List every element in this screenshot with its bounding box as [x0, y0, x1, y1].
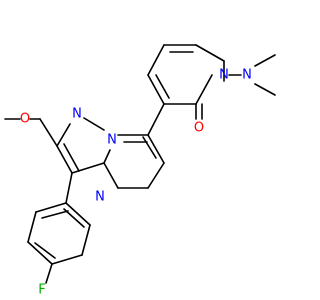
bond	[103, 149, 111, 164]
bond	[27, 211, 37, 243]
bond	[71, 162, 105, 174]
bond	[65, 172, 73, 204]
atom-label-n-dimethylamino: N	[242, 68, 252, 83]
bond	[81, 224, 91, 256]
bond	[155, 74, 170, 99]
bond	[34, 242, 56, 259]
bond	[27, 241, 53, 265]
bond	[147, 44, 165, 76]
bond	[254, 54, 276, 67]
atom-label-n-pyrimidine: N	[95, 190, 105, 205]
bond	[45, 263, 53, 284]
bond	[39, 118, 58, 147]
bond	[35, 202, 67, 213]
bond	[103, 162, 119, 189]
bond	[147, 103, 165, 136]
atom-label-o-methoxy: O	[20, 112, 30, 127]
bond	[56, 123, 71, 147]
molecule-structure: N N N N N O O F	[4, 44, 276, 298]
bond	[63, 208, 85, 228]
bond	[51, 254, 83, 265]
bonds	[4, 44, 276, 284]
bond	[65, 202, 91, 226]
bond	[195, 74, 213, 105]
bond	[83, 117, 105, 131]
atom-label-n-bridge: N	[107, 133, 117, 148]
bond	[63, 143, 80, 172]
bond	[254, 83, 276, 96]
atom-label-o-carbonyl: O	[194, 121, 204, 136]
bond	[147, 162, 165, 189]
bond	[147, 134, 165, 164]
atom-label-n-ring-pyridone: N	[219, 68, 229, 83]
atom-labels: N N N N N O O F	[20, 68, 252, 298]
atom-label-f-fluoro: F	[38, 283, 45, 298]
atom-label-n-pyrazole: N	[72, 107, 82, 122]
bond	[195, 44, 225, 62]
bond	[147, 74, 165, 105]
bond	[41, 210, 69, 219]
bond	[56, 145, 73, 174]
bond	[142, 136, 157, 159]
